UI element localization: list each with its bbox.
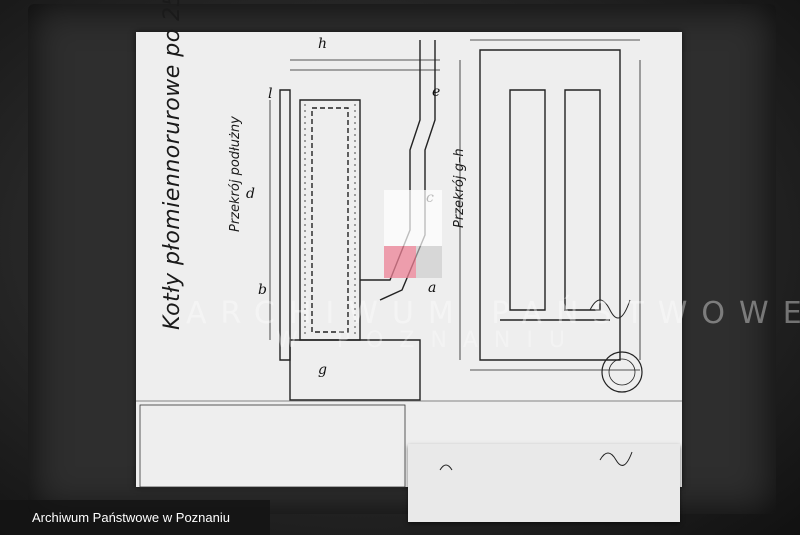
drawing-title: Kotły płomiennorurowe po 25 m²	[160, 0, 185, 330]
archive-banner-label: Archiwum Państwowe w Poznaniu	[32, 510, 230, 525]
cross-section-inner-left	[509, 89, 546, 311]
signature-scribble	[439, 299, 633, 471]
archive-banner: Archiwum Państwowe w Poznaniu	[0, 500, 270, 535]
rivet-row	[304, 104, 356, 336]
watermark-line1: ARCHIWUM PAŃSTWOWE	[186, 296, 800, 331]
annotation-flap	[408, 444, 680, 522]
section-label-longitudinal: Przekrój podłużny	[228, 116, 243, 232]
cross-section-inner-right	[564, 89, 601, 311]
section-letter-a: a	[428, 280, 437, 296]
official-stamp	[601, 351, 643, 393]
sheet-fold-line	[136, 400, 682, 402]
section-letter-g: g	[318, 362, 327, 378]
watermark-logo-pink	[384, 246, 416, 278]
section-letter-l: l	[268, 86, 273, 102]
boiler-inner-outline	[311, 107, 349, 333]
section-letter-b: b	[258, 282, 267, 298]
watermark-line2: W POZNANIU	[276, 328, 581, 353]
section-letter-d: d	[246, 186, 255, 202]
section-label-gh: Przekrój g–h	[452, 148, 467, 228]
section-letter-h: h	[318, 36, 328, 52]
section-letter-e: e	[432, 84, 441, 100]
cross-section-outer	[479, 49, 621, 361]
dimension-lines	[269, 39, 641, 371]
watermark-logo-white	[384, 190, 442, 246]
furnace-base	[289, 339, 421, 401]
setting-brickwork	[279, 89, 291, 361]
watermark-logo-gray	[416, 246, 442, 278]
stamp-table-left	[139, 404, 406, 488]
